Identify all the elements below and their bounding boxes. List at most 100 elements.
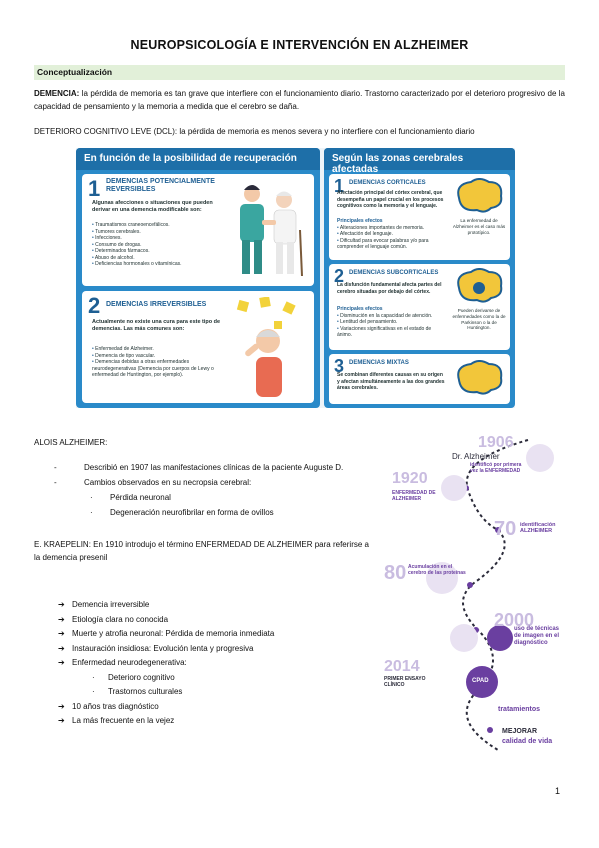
timeline-label: calidad de vida: [502, 738, 553, 745]
card-title: DEMENCIAS SUBCORTICALES: [349, 270, 439, 276]
card-title: DEMENCIAS IRREVERSIBLES: [106, 301, 207, 308]
card-number: 1: [334, 176, 345, 196]
page-number: 1: [555, 786, 561, 796]
kraepelin-text: En 1910 introdujo el término ENFERMEDAD …: [34, 540, 369, 562]
list-item: Enfermedad de Alzheimer.: [92, 346, 227, 353]
timeline-year: 1906: [478, 434, 514, 451]
timeline-label: tratamientos: [498, 706, 541, 713]
card-title: DEMENCIAS POTENCIALMENTE REVERSIBLES: [106, 178, 215, 193]
card-number: 1: [88, 176, 101, 201]
card-lead: Se combinan diferentes causas en su orig…: [337, 372, 445, 391]
timeline-path: [426, 439, 554, 751]
card-items: Traumatismos craneoencefálicos. Tumores …: [92, 222, 222, 268]
timeline-label: identificó por primera vez la ENFERMEDAD: [470, 462, 522, 474]
list-subitem: ·Deterioro cognitivo: [92, 672, 175, 682]
list-item: ➔Instauración insidiosa: Evolución lenta…: [58, 642, 274, 657]
cpad-logo: CPAD: [472, 678, 489, 684]
arrow-icon: ➔: [58, 701, 65, 711]
list-item: ➔Demencia irreversible: [58, 598, 274, 613]
alzheimer-timeline: 1906 Dr. Alzheimer identificó por primer…: [378, 430, 564, 760]
list-item: Abuso de alcohol.: [92, 255, 222, 262]
card-effects: Principales efectos Disminución en la ca…: [337, 306, 445, 339]
brain-icon: [457, 268, 503, 303]
list-subitem: ·Degeneración neurofibrilar en forma de …: [90, 508, 274, 517]
timeline-label: PRIMER ENSAYO CLÍNICO: [384, 676, 426, 688]
brain-note: La enfermedad de Alzheimer es el caso má…: [452, 218, 506, 235]
dcl-label: DETERIORO COGNITIVO LEVE (DCL):: [34, 127, 178, 136]
timeline-label: ENFERMEDAD DE ALZHEIMER: [392, 490, 436, 502]
card-items: Enfermedad de Alzheimer. Demencia de tip…: [92, 346, 227, 379]
demencia-paragraph: DEMENCIA: la pérdida de memoria es tan g…: [34, 87, 565, 113]
arrow-icon: ➔: [58, 643, 65, 653]
card-number: 2: [334, 266, 345, 286]
timeline-year: 80: [384, 562, 407, 584]
dcl-text: la pérdida de memoria es menos severa y …: [177, 127, 475, 136]
kraepelin-paragraph: E. KRAEPELIN: En 1910 introdujo el térmi…: [34, 538, 369, 564]
list-item: Infecciones.: [92, 235, 222, 242]
effects-heading: Principales efectos: [337, 218, 383, 224]
infographic-left-panel: En función de la posibilidad de recupera…: [76, 148, 320, 408]
timeline-year: 2014: [384, 658, 420, 675]
timeline-label: identificación ALZHEIMER: [520, 522, 556, 534]
list-item: Demencia de tipo vascular.: [92, 353, 227, 360]
dementia-infographic: En función de la posibilidad de recupera…: [76, 148, 515, 408]
list-item: Tumores cerebrales.: [92, 229, 222, 236]
list-item: Variaciones significativas en el estado …: [337, 326, 445, 339]
kraepelin-label: E. KRAEPELIN:: [34, 540, 91, 549]
list-item: -Cambios observados en su necropsia cere…: [54, 478, 252, 487]
features-list: ➔Demencia irreversible ➔Etiología clara …: [58, 598, 274, 729]
brain-note: Pueden derivarse de enfermedades como la…: [452, 308, 506, 331]
demencia-label: DEMENCIA:: [34, 89, 80, 98]
card-title: DEMENCIAS MIXTAS: [349, 360, 409, 366]
dcl-paragraph: DETERIORO COGNITIVO LEVE (DCL): la pérdi…: [34, 125, 565, 138]
list-item: Lentitud del pensamiento.: [337, 319, 445, 326]
page-title: NEUROPSICOLOGÍA E INTERVENCIÓN EN ALZHEI…: [130, 38, 469, 52]
timeline-label: Acumulación en el cerebro de las proteín…: [408, 564, 466, 576]
confused-person-illustration: [236, 297, 296, 397]
card-lead: Actualmente no existe una cura para este…: [92, 319, 221, 332]
list-subitem: ·Pérdida neuronal: [90, 493, 171, 502]
list-item: ➔La más frecuente en la vejez: [58, 714, 274, 729]
timeline-year: 2000: [494, 610, 535, 630]
arrow-icon: ➔: [58, 600, 65, 609]
card-number: 3: [334, 356, 345, 376]
card-mixtas: 3 DEMENCIAS MIXTAS Se combinan diferente…: [329, 354, 510, 404]
effects-heading: Principales efectos: [337, 306, 383, 312]
section-heading: Conceptualización: [34, 65, 565, 80]
demencia-text: la pérdida de memoria es tan grave que i…: [34, 89, 565, 111]
list-item: Afectación del lenguaje.: [337, 231, 445, 238]
card-lead: Afectación principal del córtex cerebral…: [337, 190, 444, 209]
list-item: Determinados fármacos.: [92, 248, 222, 255]
timeline-label: MEJORAR: [502, 728, 538, 735]
list-item: ➔Muerte y atrofia neuronal: Pérdida de m…: [58, 627, 274, 642]
doctor-patient-illustration: [240, 185, 303, 277]
timeline-year: 1920: [392, 470, 428, 487]
list-item: ➔10 años tras diagnóstico: [58, 700, 274, 715]
card-number: 2: [88, 293, 101, 318]
arrow-icon: ➔: [58, 614, 65, 624]
alois-heading: ALOIS ALZHEIMER:: [34, 438, 108, 447]
timeline-label: uso de técnicas de imagen en el diagnóst…: [514, 626, 560, 646]
card-effects: Principales efectos Alteraciones importa…: [337, 218, 445, 251]
card-irreversibles: 2 DEMENCIAS IRREVERSIBLES Actualmente no…: [82, 291, 314, 403]
list-item: -Describió en 1907 las manifestaciones c…: [54, 463, 344, 472]
timeline-year: 70: [494, 518, 517, 540]
list-item: Traumatismos craneoencefálicos.: [92, 222, 222, 229]
list-subitem: ·Trastornos culturales: [92, 687, 183, 696]
list-item: Consumo de drogas.: [92, 242, 222, 249]
brain-icon: [457, 178, 503, 213]
list-item: Deficiencias hormonales o vitamínicas.: [92, 261, 222, 268]
timeline-label: Dr. Alzheimer: [452, 452, 500, 461]
list-item: Demencias debidas a otras enfermedades n…: [92, 359, 227, 379]
arrow-icon: ➔: [58, 716, 65, 725]
card-title: DEMENCIAS CORTICALES: [349, 180, 426, 186]
alois-list: -Describió en 1907 las manifestaciones c…: [54, 460, 343, 520]
brain-icon: [457, 360, 503, 395]
card-lead: La disfunción fundamental afecta partes …: [337, 282, 442, 295]
list-item: Disminución en la capacidad de atención.: [337, 313, 445, 320]
infographic-right-panel: Según las zonas cerebrales afectadas 1 D…: [324, 148, 515, 408]
card-subcorticales: 2 DEMENCIAS SUBCORTICALES La disfunción …: [329, 264, 510, 350]
left-panel-header: En función de la posibilidad de recupera…: [76, 148, 320, 170]
list-item: Dificultad para evocar palabras y/o para…: [337, 238, 445, 251]
